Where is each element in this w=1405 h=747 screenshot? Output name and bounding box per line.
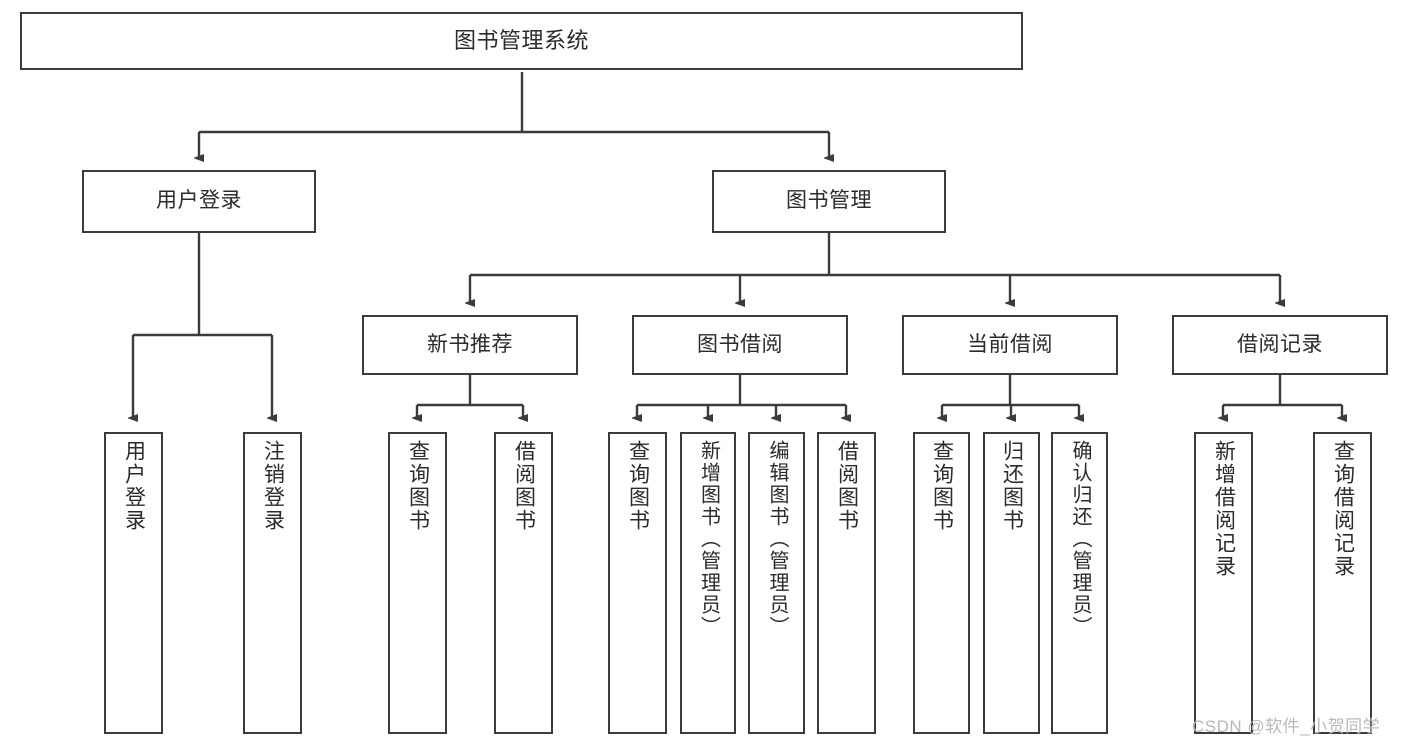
node-label: 图书管理 [786, 189, 872, 213]
node-label: 图书借阅 [697, 332, 783, 356]
leaf-add-borrow-record[interactable]: 新增借阅记录 [1194, 432, 1253, 734]
leaf-query-book-current[interactable]: 查询图书 [913, 432, 970, 734]
leaf-add-book[interactable]: 新增图书（管理员） [680, 432, 736, 734]
leaf-query-borrow-record[interactable]: 查询借阅记录 [1313, 432, 1372, 734]
node-label: 确认归还（管理员） [1069, 440, 1091, 638]
watermark-text: CSDN @软件_小贺同学 [1192, 717, 1381, 736]
leaf-confirm-return[interactable]: 确认归还（管理员） [1051, 432, 1108, 734]
node-current-borrow[interactable]: 当前借阅 [902, 315, 1118, 375]
node-label: 当前借阅 [967, 332, 1053, 356]
node-root-system[interactable]: 图书管理系统 [20, 12, 1023, 70]
node-label: 查询图书 [930, 440, 954, 532]
leaf-borrow-book[interactable]: 借阅图书 [817, 432, 876, 734]
node-label: 查询借阅记录 [1331, 440, 1355, 578]
node-label: 借阅图书 [512, 440, 536, 532]
node-book-manage[interactable]: 图书管理 [712, 170, 946, 233]
node-label: 新书推荐 [427, 332, 513, 356]
node-label: 借阅记录 [1237, 332, 1323, 356]
node-label: 归还图书 [1000, 440, 1024, 532]
leaf-return-book[interactable]: 归还图书 [983, 432, 1040, 734]
node-book-borrow[interactable]: 图书借阅 [632, 315, 848, 375]
node-label: 注销登录 [261, 440, 285, 532]
leaf-query-book-borrow[interactable]: 查询图书 [608, 432, 667, 734]
node-new-book-recommend[interactable]: 新书推荐 [362, 315, 578, 375]
leaf-borrow-book-recommend[interactable]: 借阅图书 [494, 432, 553, 734]
node-label: 借阅图书 [835, 440, 859, 532]
leaf-query-book-recommend[interactable]: 查询图书 [388, 432, 447, 734]
node-label: 用户登录 [122, 440, 146, 532]
node-label: 查询图书 [406, 440, 430, 532]
node-user-login[interactable]: 用户登录 [82, 170, 316, 233]
leaf-user-login[interactable]: 用户登录 [104, 432, 163, 734]
leaf-edit-book[interactable]: 编辑图书（管理员） [748, 432, 805, 734]
node-label: 编辑图书（管理员） [766, 440, 788, 638]
leaf-logout-login[interactable]: 注销登录 [243, 432, 302, 734]
node-label: 查询图书 [626, 440, 650, 532]
node-label: 用户登录 [156, 189, 242, 213]
node-label: 新增借阅记录 [1212, 440, 1236, 578]
node-borrow-record[interactable]: 借阅记录 [1172, 315, 1388, 375]
node-label: 图书管理系统 [453, 28, 589, 54]
node-label: 新增图书（管理员） [697, 440, 720, 638]
